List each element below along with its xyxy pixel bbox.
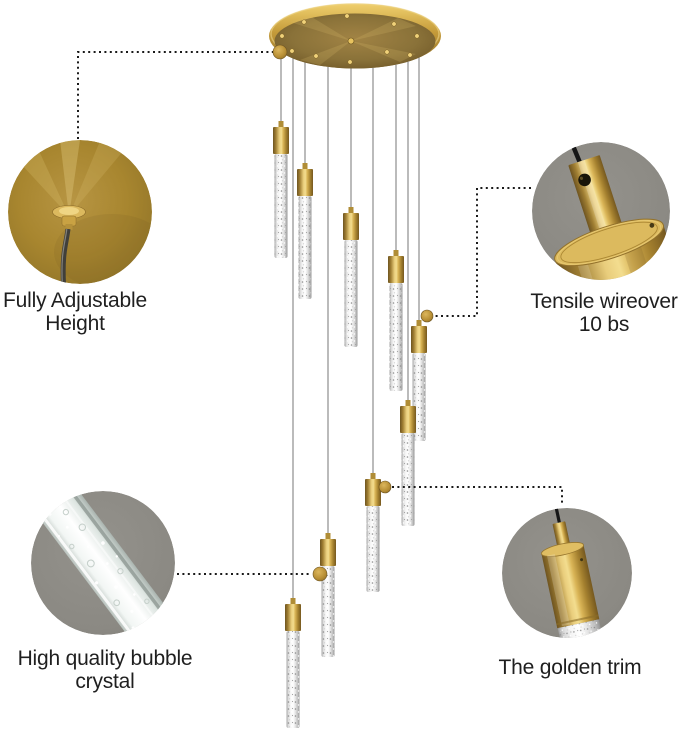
- pendant-light: [273, 51, 289, 258]
- leader-dots: [272, 44, 434, 582]
- pendant-cap: [411, 326, 427, 353]
- pendant-cap: [343, 213, 359, 240]
- caption-adjustable-height: Fully Adjustable Height: [0, 289, 170, 335]
- pendant-light: [343, 68, 359, 347]
- pendant-cap: [365, 479, 381, 506]
- pendant-nipple: [393, 250, 399, 256]
- pendant-light: [285, 58, 301, 728]
- power-cable: [60, 228, 71, 284]
- pendant-crystal-speckle: [366, 506, 380, 592]
- pendant-crystal-speckle: [321, 566, 335, 657]
- pendant-nipple: [290, 598, 296, 604]
- pendant-light: [400, 61, 416, 526]
- pendant-cap: [285, 604, 301, 631]
- caption-golden-trim: The golden trim: [460, 656, 679, 679]
- leader-golden-trim: [392, 486, 563, 505]
- pendant-nipple: [370, 473, 376, 479]
- pendant-nipple: [302, 163, 308, 169]
- caption-line-1: Fully Adjustable: [3, 289, 147, 312]
- callout-photo-golden-trim: [502, 508, 632, 638]
- pendant-light: [411, 57, 427, 441]
- caption-line-1: Tensile wireover: [530, 290, 678, 313]
- pendant-nipple: [325, 533, 331, 539]
- caption-line-2: crystal: [75, 670, 135, 693]
- golden-lamp-head: [554, 155, 670, 280]
- pendant-nipple: [348, 207, 354, 213]
- pendant-cap: [388, 256, 404, 283]
- pendants-layer: [273, 51, 427, 728]
- callout-photo-bubble-crystal: [31, 491, 175, 635]
- pendant-crystal-speckle: [389, 283, 403, 391]
- pendant-light: [388, 64, 404, 391]
- pendant-light: [365, 67, 381, 592]
- leader-dot-adjustable-height: [272, 44, 288, 60]
- leader-adjustable-height: [77, 51, 273, 139]
- caption-line-1: The golden trim: [498, 656, 642, 679]
- pendant-light: [297, 62, 313, 299]
- leader-dot-bubble-crystal: [312, 566, 328, 582]
- pendant-cap: [297, 169, 313, 196]
- caption-bubble-crystal: High quality bubble crystal: [0, 647, 215, 693]
- pendant-crystal-speckle: [286, 631, 300, 728]
- pendant-nipple: [278, 121, 284, 127]
- pendant-cap: [320, 539, 336, 566]
- leader-lines: [77, 51, 563, 575]
- pendant-crystal-speckle: [298, 196, 312, 299]
- cable-grip-hardware: [52, 205, 86, 284]
- callout-photo-adjustable-height: [8, 140, 152, 284]
- callout-photo-tensile-wire: [532, 142, 670, 280]
- leader-dot-tensile-wire: [420, 309, 434, 323]
- ceiling-plate: [269, 3, 441, 69]
- caption-line-2: 10 bs: [578, 313, 630, 336]
- pendant-crystal-speckle: [274, 154, 288, 258]
- pendant-nipple: [416, 320, 422, 326]
- caption-tensile-wire: Tensile wireover 10 bs: [514, 290, 679, 336]
- pendant-crystal-speckle: [401, 433, 415, 526]
- pendant-cap: [400, 406, 416, 433]
- pendant-nipple: [405, 400, 411, 406]
- pendant-light: [320, 66, 336, 657]
- leader-tensile-wire: [434, 187, 531, 317]
- leader-dot-golden-trim: [378, 480, 392, 494]
- caption-line-1: High quality bubble: [17, 647, 193, 670]
- plate-screws: [279, 13, 420, 65]
- caption-line-2: Height: [45, 312, 105, 335]
- pendant-crystal-speckle: [344, 240, 358, 347]
- pendant-cap: [273, 127, 289, 154]
